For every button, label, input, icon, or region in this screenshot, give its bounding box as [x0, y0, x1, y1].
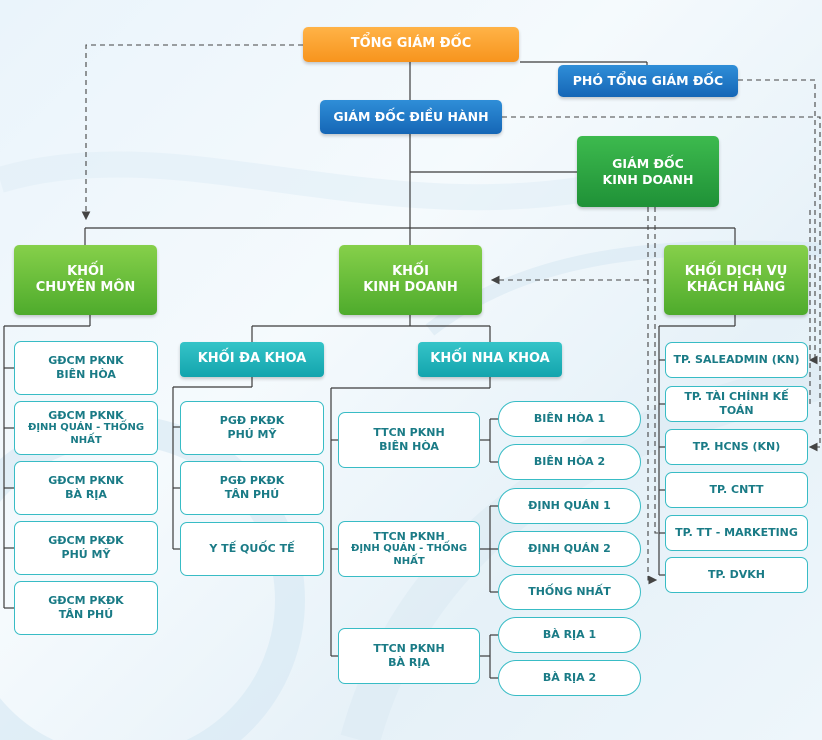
- service-unit: TP. TÀI CHÍNH KẾ TOÁN: [665, 386, 808, 422]
- dental-group-title: TTCN PKNH: [373, 642, 445, 656]
- customer-service-block-box: KHỐI DỊCH VỤ KHÁCH HÀNG: [664, 245, 808, 315]
- service-unit-label: TP. SALEADMIN (KN): [673, 353, 800, 367]
- service-unit-label: TP. TT - MARKETING: [675, 526, 798, 540]
- professional-block-line1: KHỐI: [67, 263, 104, 279]
- professional-unit-location: BÀ RỊA: [65, 488, 107, 501]
- general-unit: PGĐ PKĐK PHÚ MỸ: [180, 401, 324, 455]
- dental-branch: BÀ RỊA 1: [498, 617, 641, 653]
- general-block-box: KHỐI ĐA KHOA: [180, 342, 324, 377]
- professional-unit-title: GĐCM PKĐK: [48, 534, 124, 548]
- professional-unit-location: TÂN PHÚ: [58, 608, 114, 621]
- service-unit-label: TP. HCNS (KN): [692, 440, 781, 454]
- professional-block-box: KHỐI CHUYÊN MÔN: [14, 245, 157, 315]
- professional-unit: GĐCM PKĐK TÂN PHÚ: [14, 581, 158, 635]
- dental-group: TTCN PKNH ĐỊNH QUÁN - THỐNG NHẤT: [338, 521, 480, 577]
- dental-branch: ĐỊNH QUÁN 2: [498, 531, 641, 567]
- dental-group-location: ĐỊNH QUÁN - THỐNG NHẤT: [350, 543, 468, 567]
- professional-unit-title: GĐCM PKNK: [48, 354, 124, 368]
- dental-branch: BÀ RỊA 2: [498, 660, 641, 696]
- professional-unit-title: GĐCM PKNK: [48, 408, 124, 422]
- service-unit: TP. CNTT: [665, 472, 808, 508]
- dental-group: TTCN PKNH BIÊN HÒA: [338, 412, 480, 468]
- professional-unit: GĐCM PKNK BIÊN HÒA: [14, 341, 158, 395]
- sales-director-box: GIÁM ĐỐC KINH DOANH: [577, 136, 719, 207]
- sales-director-label-line2: KINH DOANH: [602, 171, 694, 187]
- professional-unit-title: GĐCM PKĐK: [48, 594, 124, 608]
- dental-branch: THỐNG NHẤT: [498, 574, 641, 610]
- general-unit-location: PHÚ MỸ: [227, 428, 277, 441]
- professional-unit-location: ĐỊNH QUÁN - THỐNG NHẤT: [27, 422, 145, 446]
- customer-service-block-line2: KHÁCH HÀNG: [686, 280, 786, 295]
- professional-unit-location: PHÚ MỸ: [61, 548, 111, 561]
- sales-director-label-line1: GIÁM ĐỐC: [612, 155, 684, 171]
- service-unit-label: TP. TÀI CHÍNH KẾ TOÁN: [684, 390, 789, 417]
- general-unit-location: TÂN PHÚ: [224, 488, 280, 501]
- service-unit: TP. SALEADMIN (KN): [665, 342, 808, 378]
- dental-branch-label: ĐỊNH QUÁN 1: [528, 499, 611, 513]
- professional-unit: GĐCM PKĐK PHÚ MỸ: [14, 521, 158, 575]
- general-unit: Y TẾ QUỐC TẾ: [180, 522, 324, 576]
- service-unit: TP. HCNS (KN): [665, 429, 808, 465]
- dental-group-title: TTCN PKNH: [373, 426, 445, 440]
- deputy-ceo-label: PHÓ TỔNG GIÁM ĐỐC: [572, 73, 724, 89]
- professional-unit: GĐCM PKNK ĐỊNH QUÁN - THỐNG NHẤT: [14, 401, 158, 455]
- dental-branch-label: BÀ RỊA 2: [542, 671, 597, 685]
- general-unit-title: Y TẾ QUỐC TẾ: [209, 542, 295, 556]
- dental-group-title: TTCN PKNH: [373, 529, 445, 543]
- dental-block-label: KHỐI NHA KHOA: [430, 351, 550, 367]
- dental-group: TTCN PKNH BÀ RỊA: [338, 628, 480, 684]
- coo-label: GIÁM ĐỐC ĐIỀU HÀNH: [333, 109, 489, 125]
- dental-branch: ĐỊNH QUÁN 1: [498, 488, 641, 524]
- professional-unit: GĐCM PKNK BÀ RỊA: [14, 461, 158, 515]
- professional-unit-location: BIÊN HÒA: [56, 368, 116, 381]
- dental-group-location: BIÊN HÒA: [379, 440, 439, 453]
- ceo-label: TỔNG GIÁM ĐỐC: [350, 36, 472, 52]
- dental-branch-label: BIÊN HÒA 2: [533, 455, 606, 469]
- dental-group-location: BÀ RỊA: [388, 656, 430, 669]
- service-unit-label: TP. CNTT: [709, 483, 764, 497]
- service-unit-label: TP. DVKH: [708, 568, 765, 582]
- coo-box: GIÁM ĐỐC ĐIỀU HÀNH: [320, 100, 502, 134]
- professional-unit-title: GĐCM PKNK: [48, 474, 124, 488]
- dental-branch: BIÊN HÒA 2: [498, 444, 641, 480]
- dental-branch-label: ĐỊNH QUÁN 2: [528, 542, 611, 556]
- dental-branch: BIÊN HÒA 1: [498, 401, 641, 437]
- dental-branch-label: BÀ RỊA 1: [542, 628, 597, 642]
- ceo-box: TỔNG GIÁM ĐỐC: [303, 27, 519, 62]
- deputy-ceo-box: PHÓ TỔNG GIÁM ĐỐC: [558, 65, 738, 97]
- general-unit-title: PGĐ PKĐK: [219, 414, 285, 428]
- business-block-line2: KINH DOANH: [363, 280, 458, 295]
- dental-block-box: KHỐI NHA KHOA: [418, 342, 562, 377]
- dental-branch-label: BIÊN HÒA 1: [533, 412, 606, 426]
- business-block-box: KHỐI KINH DOANH: [339, 245, 482, 315]
- professional-block-line2: CHUYÊN MÔN: [35, 280, 136, 295]
- customer-service-block-line1: KHỐI DỊCH VỤ: [684, 263, 788, 279]
- service-unit: TP. DVKH: [665, 557, 808, 593]
- business-block-line1: KHỐI: [392, 263, 429, 279]
- service-unit: TP. TT - MARKETING: [665, 515, 808, 551]
- general-block-label: KHỐI ĐA KHOA: [197, 351, 307, 367]
- dental-branch-label: THỐNG NHẤT: [528, 585, 611, 599]
- general-unit: PGĐ PKĐK TÂN PHÚ: [180, 461, 324, 515]
- general-unit-title: PGĐ PKĐK: [219, 474, 285, 488]
